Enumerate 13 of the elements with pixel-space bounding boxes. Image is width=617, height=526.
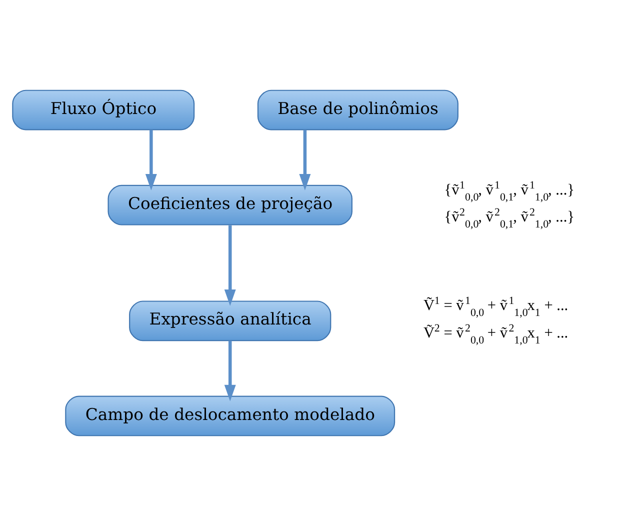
node-box: Expressão analítica	[129, 300, 332, 342]
arrow	[224, 225, 236, 306]
arrow	[299, 130, 311, 190]
node-label: {ṽ$^{2}$$_{0,0}$, ṽ$^{2}$$_{0,1}$, ṽ$^{2}$$_{1,0}$, ...}	[444, 206, 574, 231]
node-label: {ṽ$^{1}$$_{0,0}$, ṽ$^{1}$$_{0,1}$, ṽ$^{1}$$_{1,0}$, ...}	[444, 179, 574, 204]
node-label: Ṽ$^{2}$ = ṽ$^{2}$$_{0,0}$ + ṽ$^{2}$$_{1,0}$x$_{1}$ + ...	[423, 322, 568, 347]
node-box: Campo de deslocamento modelado	[65, 396, 396, 436]
node-box: Base de polinômios	[257, 90, 458, 130]
arrow	[224, 340, 236, 402]
node-box: Fluxo Óptico	[12, 90, 195, 130]
node-label: Ṽ$^{1}$ = ṽ$^{1}$$_{0,0}$ + ṽ$^{1}$$_{1,0}$x$_{1}$ + ...	[423, 295, 568, 320]
arrow	[145, 130, 157, 190]
node-box: Coeficientes de projeção	[108, 184, 352, 226]
